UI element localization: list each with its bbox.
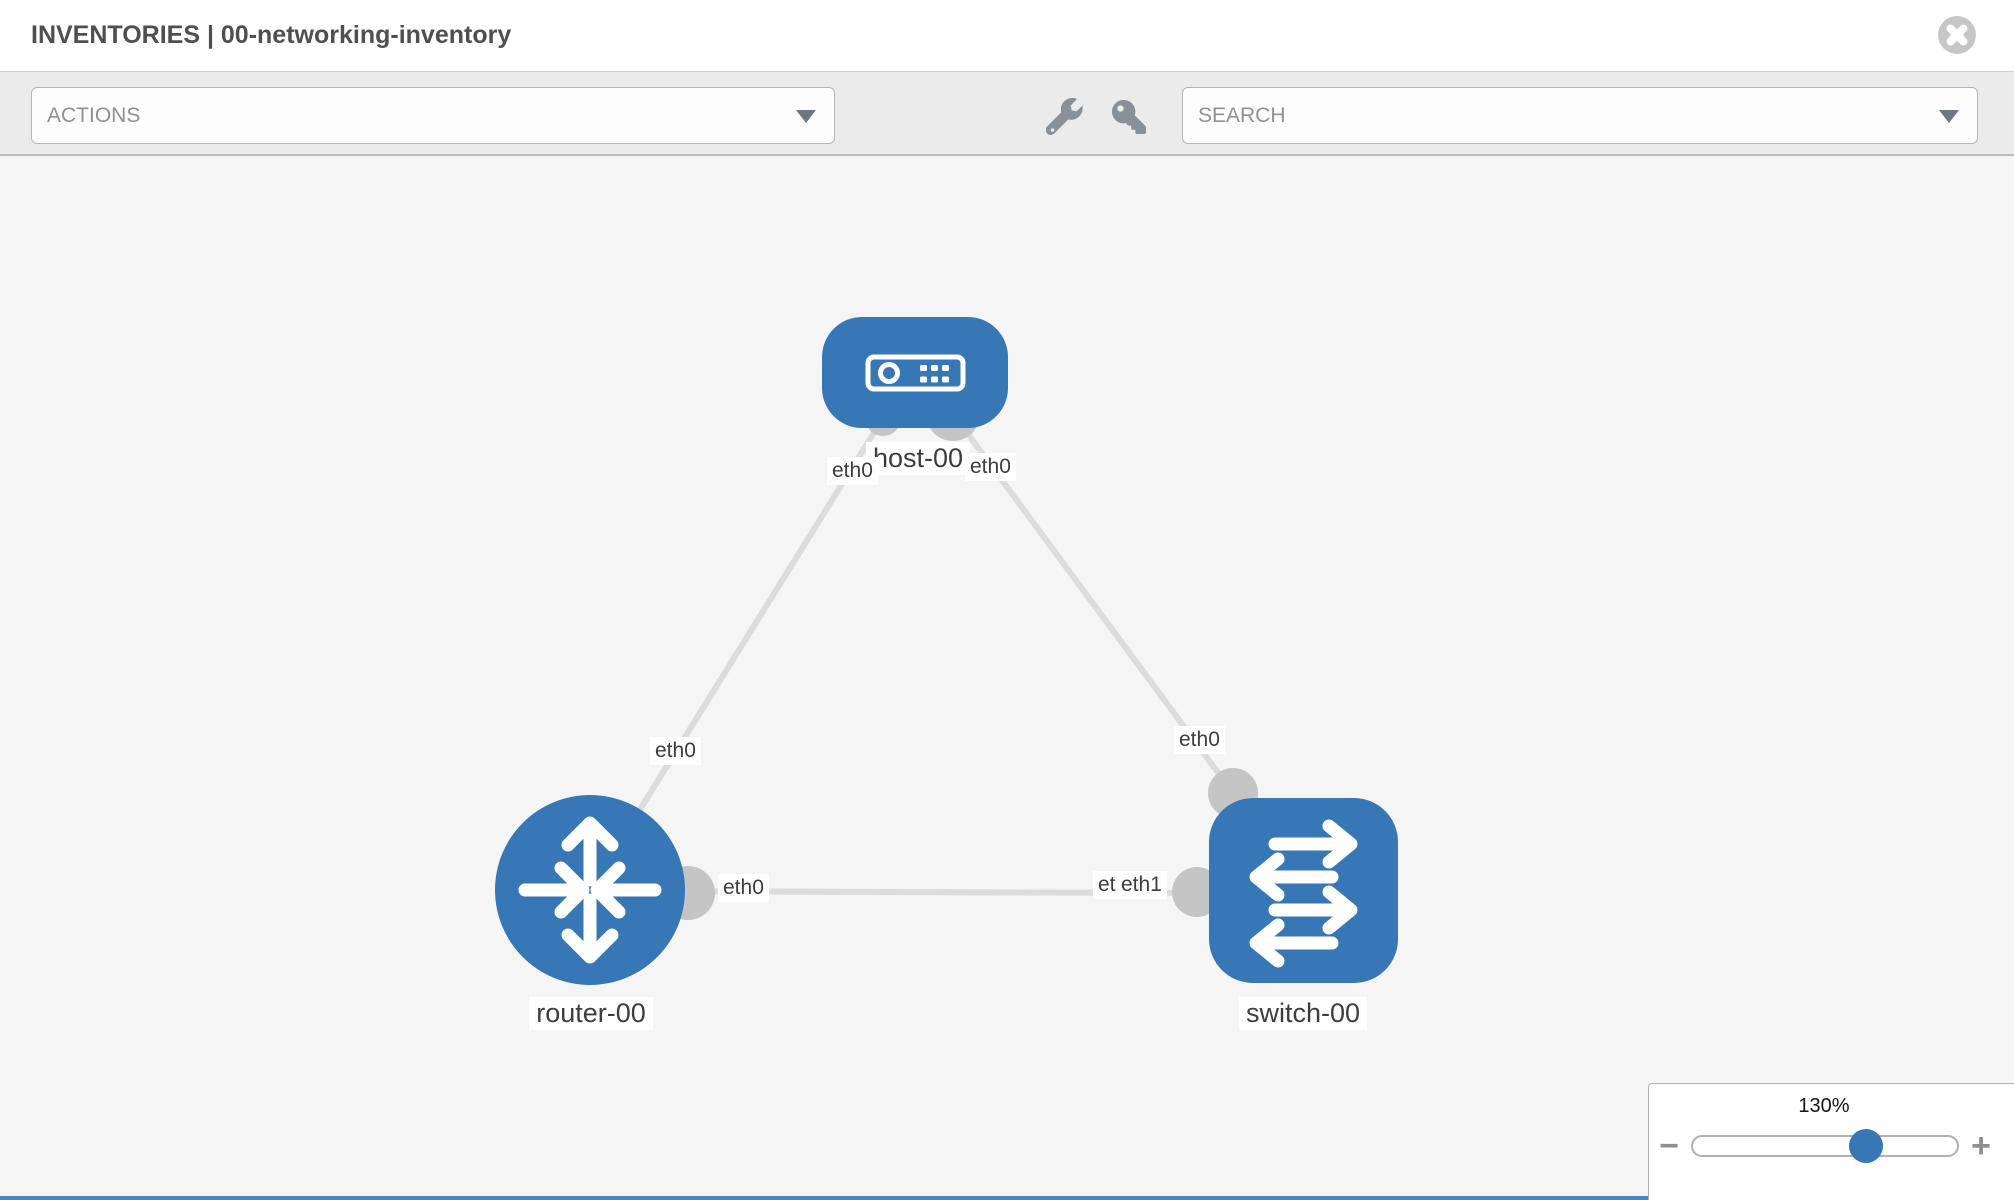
router-icon	[518, 816, 662, 964]
topology-links-layer	[587, 387, 1258, 920]
actions-dropdown-label: ACTIONS	[47, 104, 141, 127]
iface-label-host-eth0-left: eth0	[827, 457, 878, 485]
zoom-controls: − +	[1649, 1128, 2014, 1164]
close-button[interactable]	[1938, 16, 1976, 54]
toolbar: ACTIONS SEARCH	[0, 71, 2014, 156]
header: INVENTORIES | 00-networking-inventory	[0, 0, 2014, 71]
actions-dropdown[interactable]: ACTIONS	[31, 87, 835, 144]
node-switch-00[interactable]	[1209, 798, 1398, 983]
iface-label-switch-link-eth0: eth0	[1174, 726, 1225, 754]
chevron-down-icon	[1939, 110, 1959, 123]
host-icon	[865, 354, 966, 392]
topology-canvas[interactable]: host-00 router-00 switch-00 eth0 eth0 et…	[0, 156, 2014, 1200]
page-title: INVENTORIES | 00-networking-inventory	[31, 21, 512, 49]
iface-label-router-eth0: eth0	[718, 874, 769, 902]
node-host-00[interactable]	[822, 317, 1008, 428]
chevron-down-icon	[796, 110, 816, 123]
node-router-00[interactable]	[495, 795, 685, 985]
node-label-router: router-00	[529, 997, 653, 1030]
iface-label-switch-eth1: eth1	[1116, 871, 1167, 899]
iface-label-host-eth0-right: eth0	[965, 453, 1016, 481]
zoom-slider[interactable]	[1691, 1129, 1959, 1163]
node-label-switch: switch-00	[1238, 997, 1368, 1030]
search-dropdown-label: SEARCH	[1198, 104, 1286, 127]
close-icon	[1946, 24, 1968, 46]
bottom-accent-strip	[0, 1196, 1648, 1200]
zoom-in-button[interactable]: +	[1971, 1127, 1991, 1165]
node-label-host: host-00	[865, 442, 971, 475]
search-dropdown[interactable]: SEARCH	[1182, 87, 1978, 144]
zoom-slider-thumb[interactable]	[1849, 1129, 1883, 1163]
zoom-level: 130%	[1798, 1095, 1850, 1117]
key-icon[interactable]	[1112, 100, 1146, 134]
zoom-out-button[interactable]: −	[1659, 1127, 1679, 1165]
iface-label-router-link-eth0: eth0	[650, 737, 701, 765]
zoom-panel: 130% − +	[1648, 1083, 2014, 1200]
switch-icon	[1249, 819, 1358, 968]
wrench-icon[interactable]	[1046, 98, 1084, 136]
